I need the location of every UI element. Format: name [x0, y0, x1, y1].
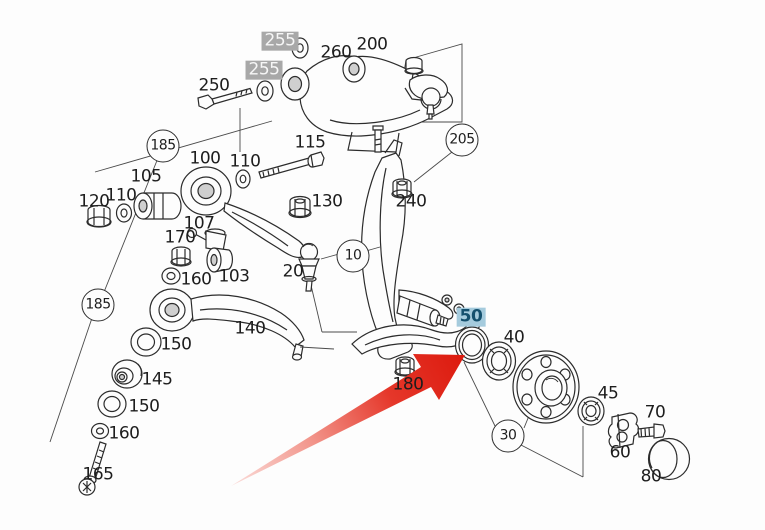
part-label-120[interactable]: 120	[78, 191, 110, 212]
part-label-80[interactable]: 80	[640, 466, 662, 487]
front-lower-arm-drawing	[86, 151, 325, 285]
part-number-text: 120	[78, 191, 110, 212]
part-number-text: 45	[597, 383, 619, 404]
part-label-30[interactable]: 30	[491, 419, 525, 453]
part-label-255-a[interactable]: 255	[261, 30, 299, 51]
part-label-170[interactable]: 170	[164, 227, 196, 248]
part-label-205[interactable]: 205	[445, 123, 479, 157]
part-label-180[interactable]: 180	[392, 374, 424, 395]
part-number-text: 100	[189, 148, 221, 169]
part-label-40[interactable]: 40	[503, 327, 525, 348]
part-number-text: 150	[160, 334, 192, 355]
part-number-text: 50	[459, 306, 483, 327]
part-number-text: 250	[198, 75, 230, 96]
part-label-10[interactable]: 10	[336, 239, 370, 273]
part-label-103[interactable]: 103	[218, 266, 250, 287]
part-number-text: 185	[85, 296, 111, 313]
part-label-105[interactable]: 105	[130, 166, 162, 187]
part-number-text: 80	[640, 466, 662, 487]
part-number-text: 110	[229, 151, 261, 172]
part-number-text: 40	[503, 327, 525, 348]
part-number-text: 200	[356, 34, 388, 55]
part-label-255-b[interactable]: 255	[245, 59, 283, 80]
part-number-text: 10	[344, 247, 362, 264]
part-label-185-a[interactable]: 185	[146, 129, 180, 163]
part-label-165[interactable]: 165	[82, 464, 114, 485]
upper-control-arm-drawing	[197, 37, 454, 153]
part-label-70[interactable]: 70	[644, 402, 666, 423]
part-label-50[interactable]: 50	[456, 306, 486, 327]
part-label-250[interactable]: 250	[198, 75, 230, 96]
part-number-text: 255	[248, 59, 280, 80]
part-number-text: 165	[82, 464, 114, 485]
part-number-text: 160	[180, 269, 212, 290]
part-number-text: 105	[130, 166, 162, 187]
part-number-text: 185	[150, 137, 176, 154]
part-label-145[interactable]: 145	[141, 369, 173, 390]
part-label-185-b[interactable]: 185	[81, 288, 115, 322]
part-number-text: 110	[105, 185, 137, 206]
part-number-text: 30	[499, 427, 517, 444]
part-number-text: 170	[164, 227, 196, 248]
part-label-140[interactable]: 140	[234, 318, 266, 339]
part-label-150-b[interactable]: 150	[128, 396, 160, 417]
part-number-text: 260	[320, 42, 352, 63]
part-number-text: 140	[234, 318, 266, 339]
part-label-100[interactable]: 100	[189, 148, 221, 169]
part-label-160-b[interactable]: 160	[108, 423, 140, 444]
part-number-text: 107	[183, 213, 215, 234]
part-number-text: 70	[644, 402, 666, 423]
part-label-240[interactable]: 240	[395, 191, 427, 212]
part-label-260[interactable]: 260	[320, 42, 352, 63]
part-number-text: 130	[311, 191, 343, 212]
part-label-150-a[interactable]: 150	[160, 334, 192, 355]
nut-240-drawing	[391, 178, 413, 199]
part-number-text: 103	[218, 266, 250, 287]
part-label-130[interactable]: 130	[311, 191, 343, 212]
part-number-text: 160	[108, 423, 140, 444]
part-number-text: 150	[128, 396, 160, 417]
part-label-60[interactable]: 60	[609, 442, 631, 463]
steering-knuckle-drawing	[298, 139, 482, 360]
part-label-200[interactable]: 200	[356, 34, 388, 55]
part-number-text: 180	[392, 374, 424, 395]
part-number-text: 145	[141, 369, 173, 390]
leader-lines	[49, 43, 584, 478]
part-label-115[interactable]: 115	[294, 132, 326, 153]
part-label-20[interactable]: 20	[282, 261, 304, 282]
part-number-text: 255	[264, 30, 296, 51]
wheel-hub-drawing	[394, 326, 691, 481]
part-number-text: 60	[609, 442, 631, 463]
part-label-110-a[interactable]: 110	[229, 151, 261, 172]
part-number-text: 240	[395, 191, 427, 212]
part-number-text: 20	[282, 261, 304, 282]
part-label-160-a[interactable]: 160	[180, 269, 212, 290]
part-label-45[interactable]: 45	[597, 383, 619, 404]
part-label-107[interactable]: 107	[183, 213, 215, 234]
rear-lower-arm-drawing	[78, 288, 305, 496]
part-number-text: 205	[449, 131, 475, 148]
part-label-110-b[interactable]: 110	[105, 185, 137, 206]
part-number-text: 115	[294, 132, 326, 153]
